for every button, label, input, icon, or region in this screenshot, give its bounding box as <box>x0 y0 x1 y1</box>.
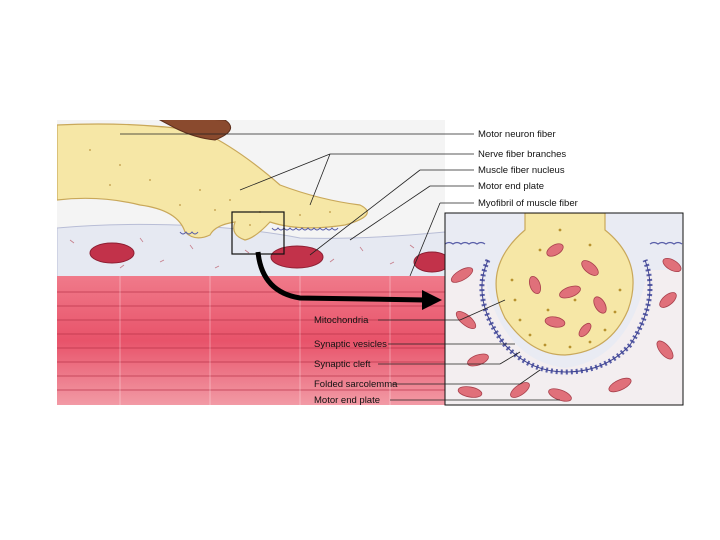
synaptic-vesicles <box>510 228 622 349</box>
leader-lines <box>120 133 560 401</box>
muscle-fiber-cytoplasm <box>57 223 445 281</box>
nerve-texture <box>89 149 331 226</box>
label-group: Motor neuron fiber Nerve fiber branches … <box>314 129 578 406</box>
label-mitochondria: Mitochondria <box>314 315 369 326</box>
label-myofibril: Myofibril of muscle fiber <box>478 198 578 209</box>
label-motor-end-plate-bottom: Motor end plate <box>314 395 380 406</box>
terminal-mitochondria <box>528 243 607 338</box>
label-motor-end-plate-top: Motor end plate <box>478 181 544 192</box>
label-motor-neuron-fiber: Motor neuron fiber <box>478 129 556 140</box>
main-junction-panel <box>57 120 445 405</box>
muscle-nucleus-3 <box>413 251 445 273</box>
label-synaptic-vesicles: Synaptic vesicles <box>314 339 387 350</box>
sarcoplasm-texture <box>69 237 415 269</box>
inset-border <box>444 212 684 406</box>
label-synaptic-cleft: Synaptic cleft <box>314 359 371 370</box>
muscle-nucleus-1 <box>89 242 135 264</box>
muscle-nucleus-2 <box>270 245 324 269</box>
magnify-arrow-head <box>422 290 442 310</box>
axon-terminal <box>495 213 634 356</box>
label-folded-sarcolemma: Folded sarcolemma <box>314 379 398 390</box>
motor-neuron-fiber <box>57 123 368 241</box>
nerve-sheath <box>158 120 232 141</box>
label-nerve-fiber-branches: Nerve fiber branches <box>478 149 566 160</box>
magnify-arrow <box>255 251 426 303</box>
inset-detail-panel <box>445 213 683 405</box>
label-muscle-fiber-nucleus: Muscle fiber nucleus <box>478 165 565 176</box>
